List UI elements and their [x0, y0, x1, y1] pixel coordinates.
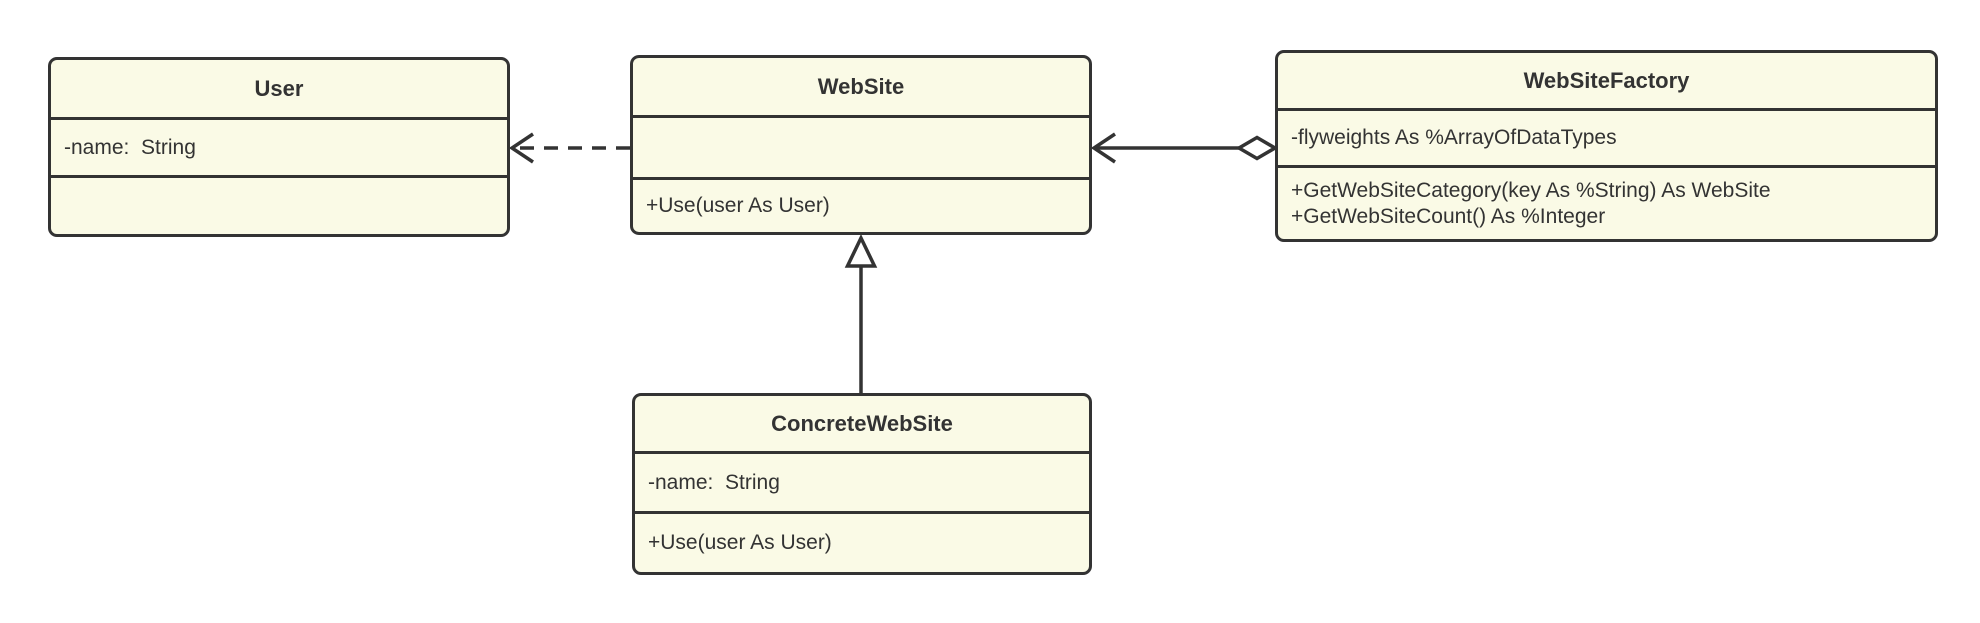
class-methods: +Use(user As User) [633, 177, 1089, 232]
class-title: WebSiteFactory [1523, 67, 1690, 93]
class-title: ConcreteWebSite [771, 410, 953, 436]
attribute: -flyweights As %ArrayOfDataTypes [1291, 126, 1617, 149]
method: +Use(user As User) [648, 531, 832, 554]
class-box-websitefactory: WebSiteFactory -flyweights As %ArrayOfDa… [1275, 50, 1938, 242]
dependency-arrow [508, 132, 630, 164]
method: +Use(user As User) [646, 194, 830, 217]
attribute: -name: String [648, 470, 780, 494]
class-title: WebSite [817, 73, 905, 99]
generalization-triangle-icon [844, 233, 878, 268]
class-methods: +Use(user As User) [635, 511, 1089, 572]
class-attributes: -name: String [51, 117, 507, 175]
class-methods: +GetWebSiteCategory(key As %String) As W… [1278, 165, 1935, 239]
class-title: User [254, 75, 304, 101]
class-attributes: -flyweights As %ArrayOfDataTypes [1278, 108, 1935, 165]
method: +GetWebSiteCategory(key As %String) As W… [1291, 178, 1771, 202]
class-attributes [633, 115, 1089, 177]
open-arrowhead-icon [1090, 132, 1116, 164]
aggregation-arrow [1090, 132, 1279, 164]
class-box-concretewebsite: ConcreteWebSite -name: String +Use(user … [632, 393, 1092, 575]
class-methods [51, 175, 507, 234]
open-arrowhead-icon [508, 132, 534, 164]
method: +GetWebSiteCount() As %Integer [1291, 204, 1606, 228]
generalization-arrow [844, 233, 878, 393]
aggregation-diamond-icon [1235, 135, 1279, 161]
class-box-user: User -name: String [48, 57, 510, 237]
attribute: -name: String [64, 135, 196, 159]
class-attributes: -name: String [635, 451, 1089, 511]
class-box-website: WebSite +Use(user As User) [630, 55, 1092, 235]
